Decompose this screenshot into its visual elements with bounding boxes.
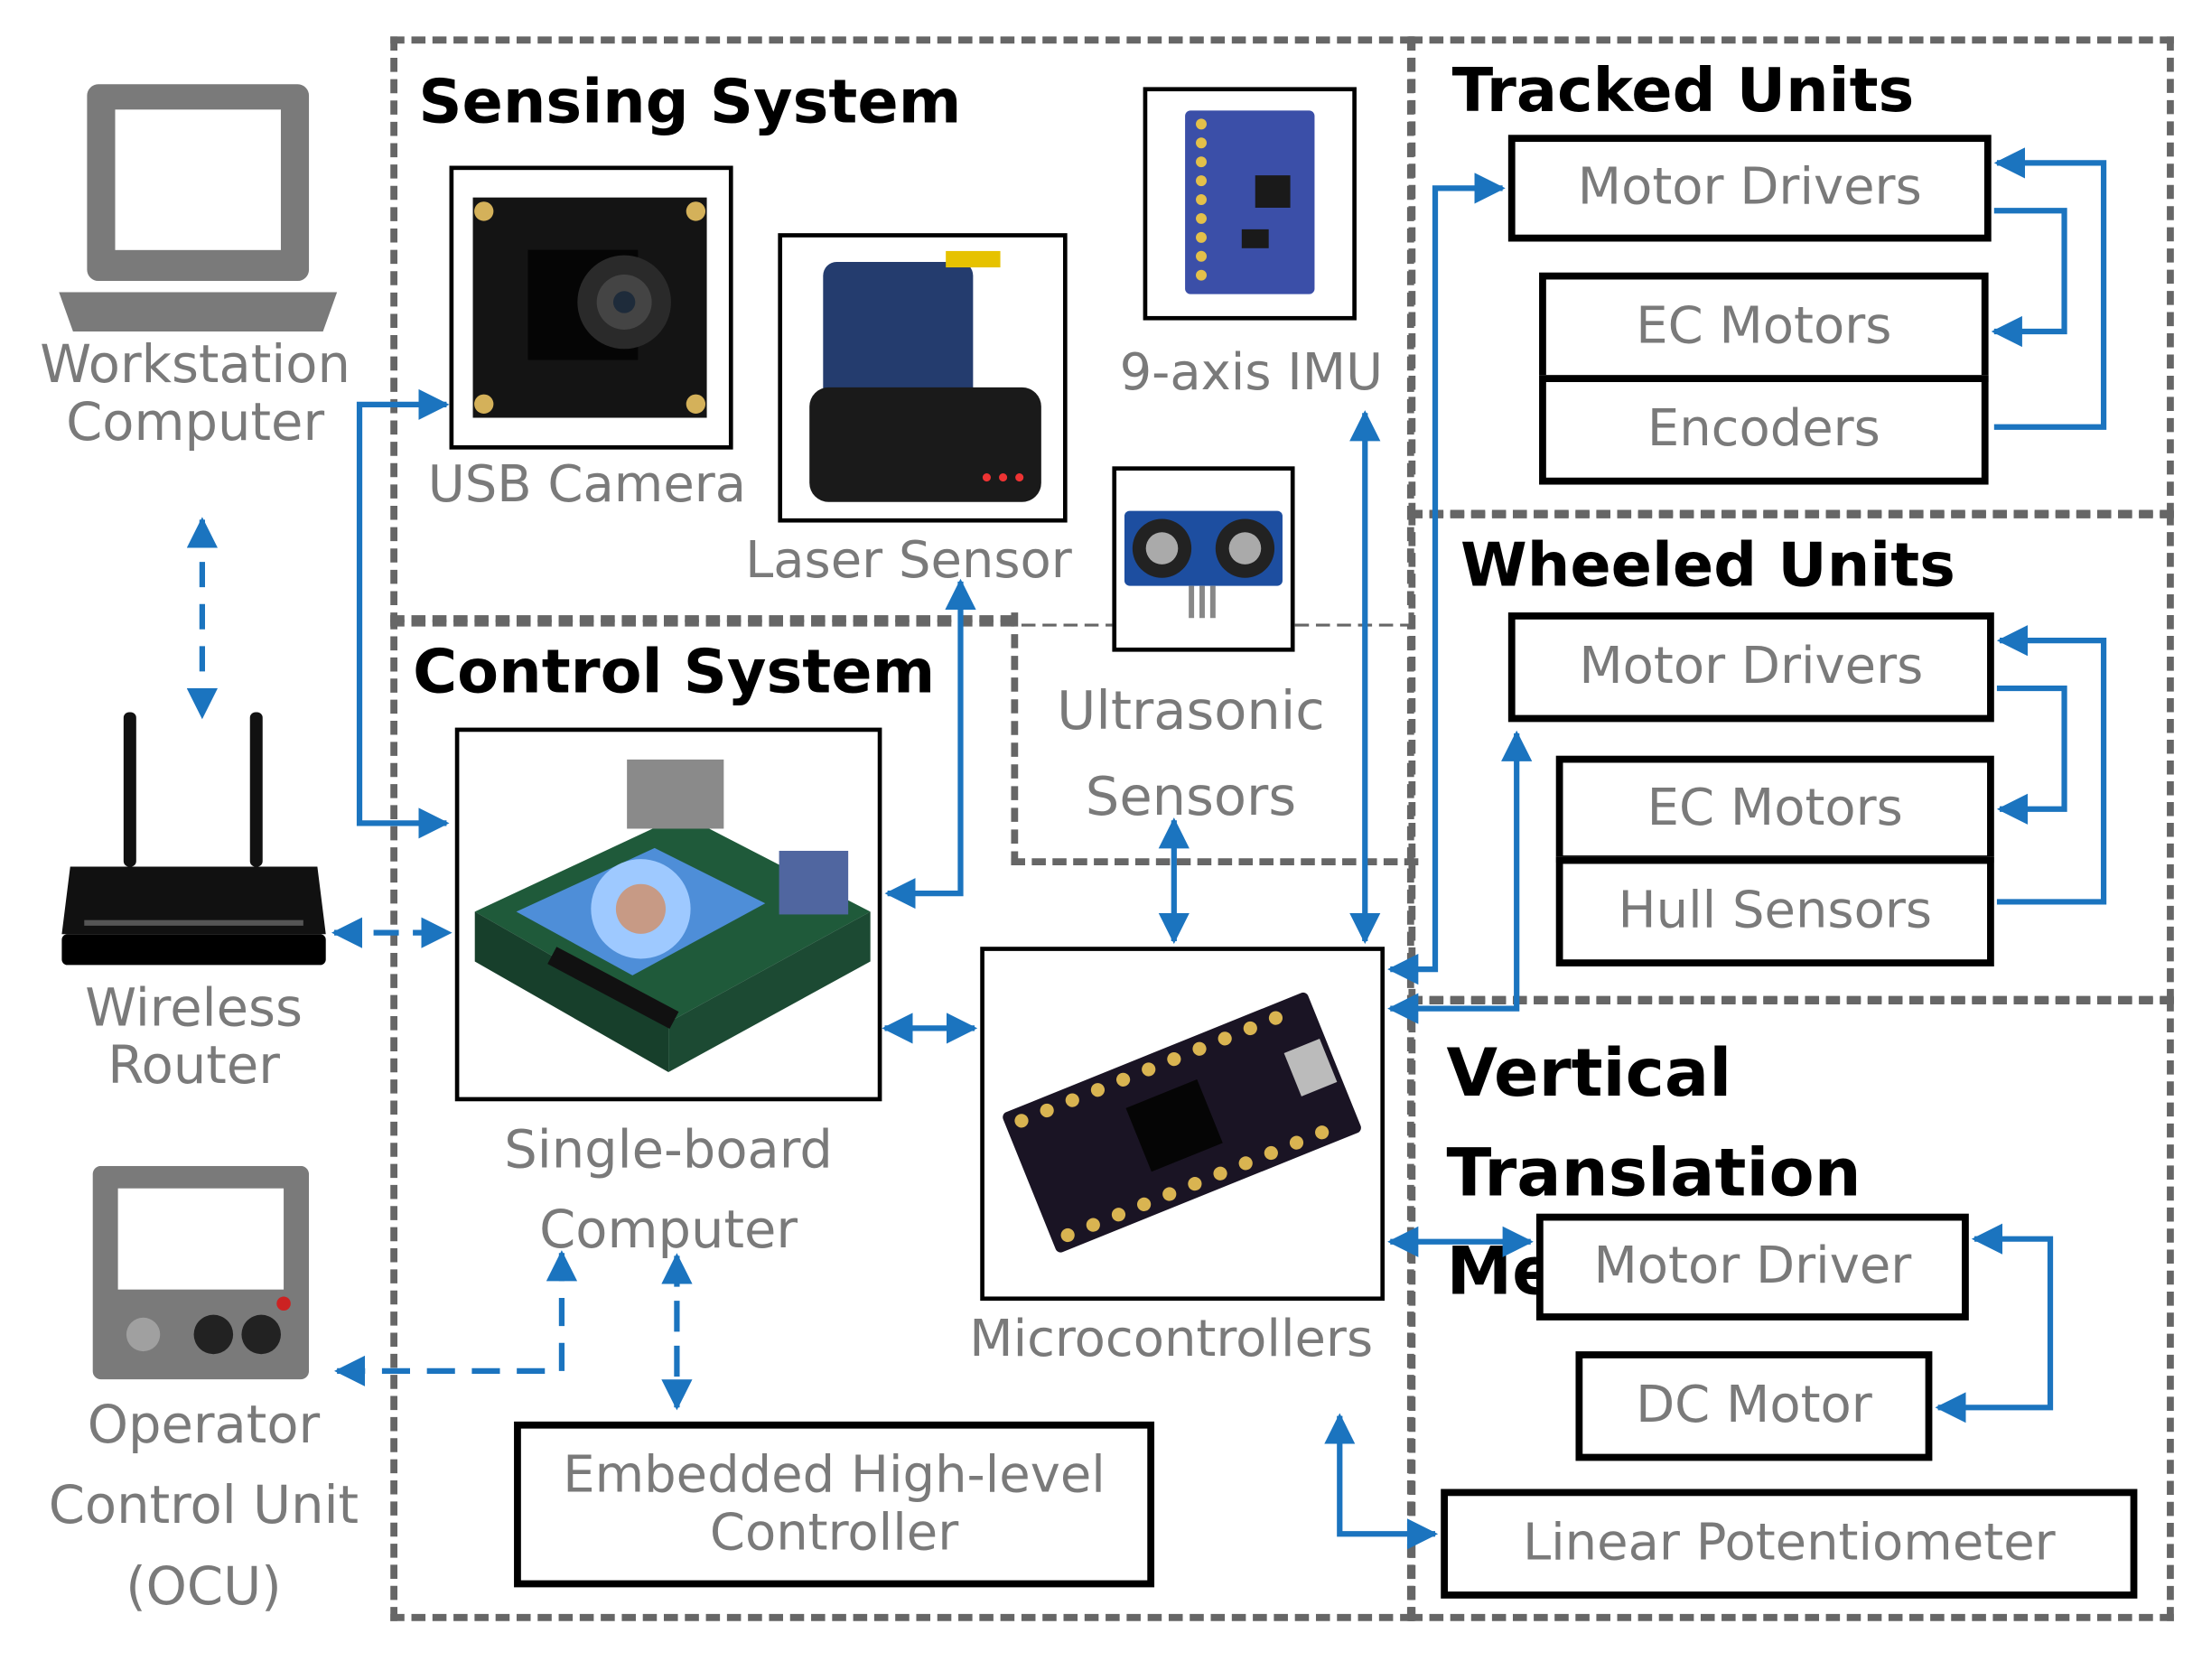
laser-sensor-image <box>778 233 1068 523</box>
ultrasonic-notch <box>1011 612 1419 866</box>
imu-label: 9-axis IMU <box>1119 344 1384 402</box>
wheeled-ec-motors-box: EC Motors <box>1555 755 1994 863</box>
tracked-encoders-box: Encoders <box>1539 375 1989 485</box>
sbc-label: Single-board Computer <box>504 1119 833 1261</box>
router-label: Wireless Router <box>85 977 303 1096</box>
ocu-label: Operator Control Unit (OCU) <box>48 1395 359 1617</box>
wheeled-units-title: Wheeled Units <box>1460 530 1955 602</box>
imu-image <box>1143 87 1357 321</box>
linear-potentiometer-box: Linear Potentiometer <box>1441 1489 2138 1599</box>
ultrasonic-image <box>1112 466 1295 652</box>
gamepad-icon <box>92 1165 310 1380</box>
tracked-motor-drivers-box: Motor Drivers <box>1507 135 1992 242</box>
usb-camera-label: USB Camera <box>427 456 747 515</box>
embedded-controller-box: Embedded High-level Controller <box>514 1421 1155 1588</box>
dc-motor-box: DC Motor <box>1575 1351 1933 1461</box>
mcu-label: Microcontrollers <box>969 1311 1374 1368</box>
router-icon <box>56 709 331 975</box>
ultrasonic-label: Ultrasonic Sensors <box>1057 679 1325 827</box>
laser-sensor-label: Laser Sensor <box>745 532 1072 591</box>
usb-camera-image <box>449 165 733 450</box>
workstation-label: Workstation Computer <box>40 334 350 453</box>
single-board-computer-image <box>454 727 882 1102</box>
tracked-ec-motors-box: EC Motors <box>1539 272 1989 383</box>
control-system-title: Control System <box>413 638 936 708</box>
motor-driver-box: Motor Driver <box>1535 1213 1969 1321</box>
tracked-units-title: Tracked Units <box>1451 56 1915 126</box>
sensing-system-title: Sensing System <box>418 67 962 138</box>
wheeled-motor-drivers-box: Motor Drivers <box>1507 612 1994 723</box>
hull-sensors-box: Hull Sensors <box>1555 856 1994 966</box>
laptop-icon <box>51 81 346 334</box>
vertical-translation-region <box>1408 997 2174 1621</box>
microcontroller-image <box>980 947 1386 1302</box>
